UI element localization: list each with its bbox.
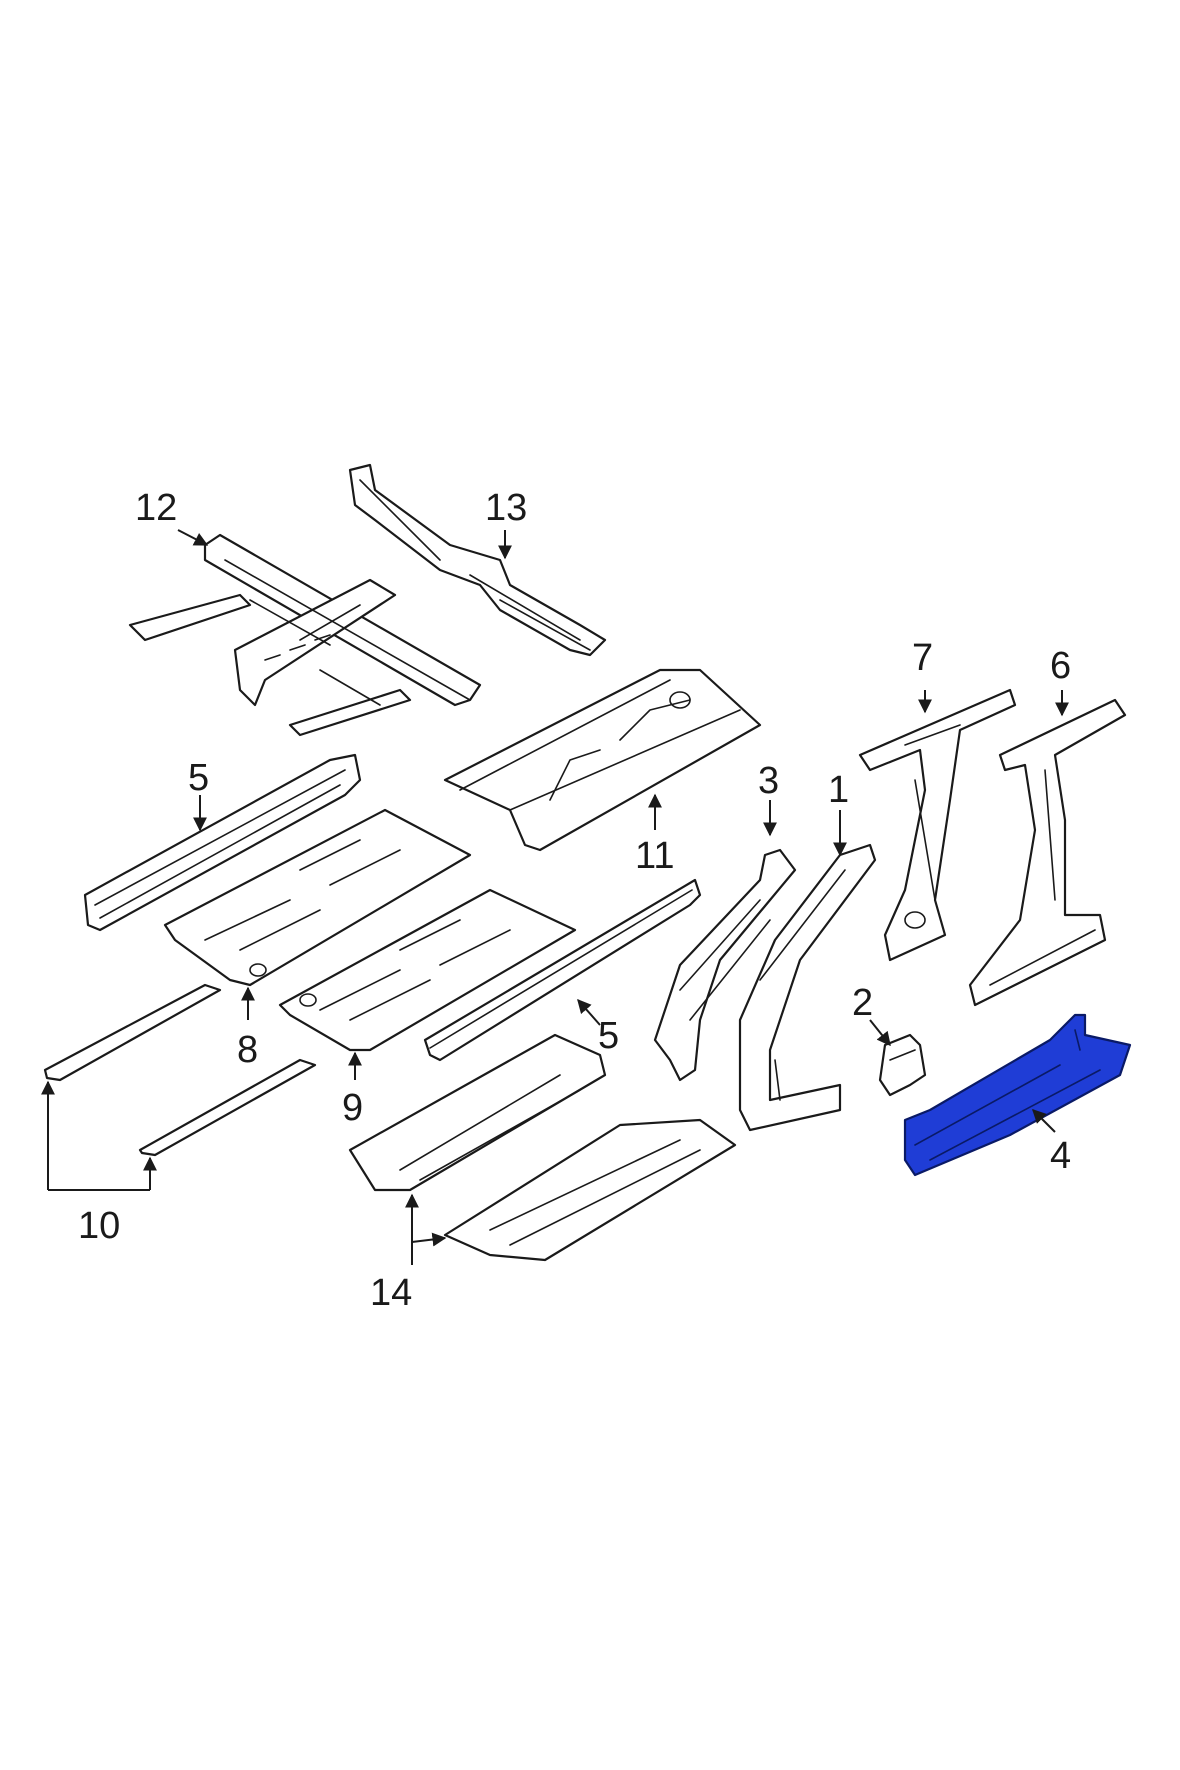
callout-1[interactable]: 1 — [828, 769, 849, 811]
callout-4[interactable]: 4 — [1050, 1135, 1071, 1177]
part-9-front-floor-pan[interactable] — [278, 888, 577, 1052]
part-14-floor-panels[interactable] — [348, 1033, 737, 1262]
callout-8[interactable]: 8 — [237, 1029, 258, 1071]
part-4-rocker-panel[interactable] — [903, 1013, 1132, 1177]
callout-6[interactable]: 6 — [1050, 645, 1071, 687]
part-11-rear-floor-pan[interactable] — [443, 668, 762, 852]
part-12-crossmember[interactable] — [128, 533, 482, 737]
callout-14[interactable]: 14 — [370, 1272, 412, 1314]
part-5-side-member-upper[interactable] — [83, 753, 362, 932]
callout-10[interactable]: 10 — [78, 1205, 120, 1247]
part-3-pillar-reinforcement[interactable] — [653, 848, 797, 1082]
callout-13[interactable]: 13 — [485, 487, 527, 529]
callout-9[interactable]: 9 — [342, 1087, 363, 1129]
part-13-rear-crossmember[interactable] — [348, 463, 607, 657]
part-7-center-pillar-reinforcement[interactable] — [858, 688, 1017, 962]
callout-5-lower[interactable]: 5 — [598, 1015, 619, 1057]
callout-5-upper[interactable]: 5 — [188, 757, 209, 799]
part-10-rails[interactable] — [43, 983, 317, 1157]
callout-2[interactable]: 2 — [852, 982, 873, 1024]
callout-3[interactable]: 3 — [758, 760, 779, 802]
part-6-center-pillar-outer[interactable] — [968, 698, 1127, 1007]
callout-11[interactable]: 11 — [635, 835, 674, 877]
part-8-front-floor-pan[interactable] — [163, 808, 472, 987]
callout-7[interactable]: 7 — [912, 637, 933, 679]
leader-lines — [41, 529, 1069, 1265]
part-2-bracket[interactable] — [878, 1033, 927, 1097]
part-5-side-member-lower[interactable] — [423, 878, 702, 1062]
callout-12[interactable]: 12 — [135, 487, 177, 529]
callouts: 12 13 5 11 3 1 7 6 8 9 5 2 4 10 14 — [78, 487, 1071, 1314]
